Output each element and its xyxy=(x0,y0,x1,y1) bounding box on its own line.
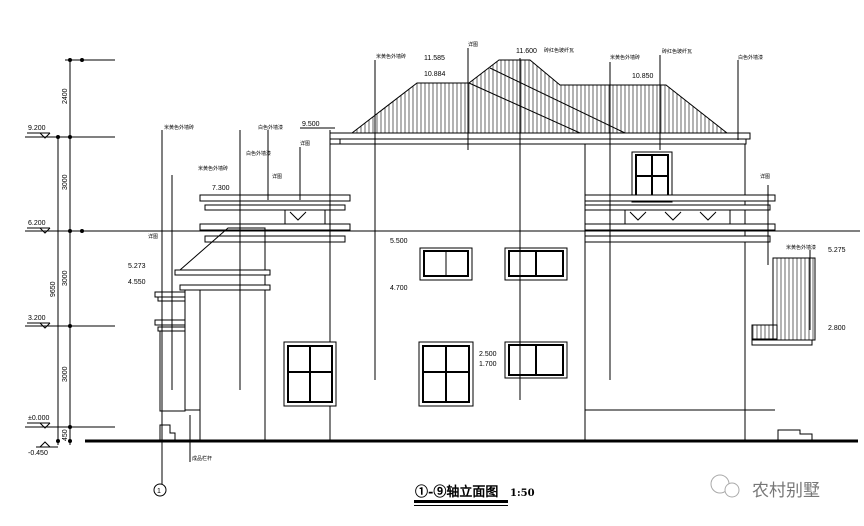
svg-text:米黄色外墙砖: 米黄色外墙砖 xyxy=(198,165,228,172)
svg-text:白色外墙漆: 白色外墙漆 xyxy=(258,124,283,131)
window xyxy=(504,247,568,281)
annotation-notes: 米黄色外墙砖 详图 砖红色玻纤瓦 米黄色外墙砖 砖红色玻纤瓦 白色外墙漆 米黄色… xyxy=(148,41,816,462)
level-9200: 9.200 xyxy=(28,125,46,132)
window xyxy=(419,247,473,281)
svg-text:砖红色玻纤瓦: 砖红色玻纤瓦 xyxy=(544,47,574,54)
svg-text:米黄色外墙砖: 米黄色外墙砖 xyxy=(376,53,406,60)
watermark: 农村别墅 xyxy=(710,474,820,501)
svg-text:成品栏杆: 成品栏杆 xyxy=(192,455,212,462)
svg-text:详图: 详图 xyxy=(760,173,770,180)
axis-bubble-1: 1 xyxy=(153,483,167,497)
window xyxy=(283,341,337,407)
level-6200: 6.200 xyxy=(28,220,46,227)
drawing-title: ①-⑨轴立面图 1:50 xyxy=(414,484,535,506)
svg-text:米黄色外墙砖: 米黄色外墙砖 xyxy=(610,54,640,61)
elev-10850: 10.850 xyxy=(632,73,654,80)
elev-4550: 4.550 xyxy=(128,279,146,286)
windows xyxy=(283,151,673,407)
dim-450: 450 xyxy=(62,429,69,441)
window xyxy=(631,151,673,203)
dimension-chain: 2400 3000 3000 3000 450 9650 xyxy=(25,58,860,445)
svg-text:1: 1 xyxy=(157,488,161,495)
window xyxy=(504,341,568,379)
svg-text:砖红色玻纤瓦: 砖红色玻纤瓦 xyxy=(662,48,692,55)
svg-text:详图: 详图 xyxy=(300,140,310,147)
leaders xyxy=(161,48,811,484)
level-3200: 3.200 xyxy=(28,315,46,322)
elev-9500: 9.500 xyxy=(302,121,320,128)
svg-text:米黄色外墙砖: 米黄色外墙砖 xyxy=(164,124,194,131)
dim-3000-c: 3000 xyxy=(62,366,69,382)
elev-11585: 11.585 xyxy=(424,55,445,62)
level-marks: 9.200 6.200 3.200 ±0.000 -0.450 xyxy=(27,125,58,457)
dim-total: 9650 xyxy=(50,281,57,297)
window xyxy=(418,341,474,407)
svg-text:详图: 详图 xyxy=(148,233,158,240)
elev-5273: 5.273 xyxy=(128,263,146,270)
title-scale: 1:50 xyxy=(510,488,535,499)
elev-4700: 4.700 xyxy=(390,285,408,292)
elev-1700: 1.700 xyxy=(479,361,497,368)
roof xyxy=(329,59,751,145)
title-text: ①-⑨轴立面图 xyxy=(415,484,498,500)
elev-7300: 7.300 xyxy=(212,185,230,192)
elev-10884: 10.884 xyxy=(424,71,446,78)
elev-5500: 5.500 xyxy=(390,238,408,245)
svg-text:详图: 详图 xyxy=(272,173,282,180)
watermark-text: 农村别墅 xyxy=(752,481,820,501)
svg-text:米黄色外墙漆: 米黄色外墙漆 xyxy=(786,244,816,251)
elev-11600: 11.600 xyxy=(516,48,537,55)
elev-2500: 2.500 xyxy=(479,351,497,358)
elev-5275: 5.275 xyxy=(828,247,846,254)
svg-text:详图: 详图 xyxy=(468,41,478,48)
level-0: ±0.000 xyxy=(28,415,49,422)
elevation-marks: 11.585 10.884 11.600 10.850 9.500 7.300 … xyxy=(128,48,846,368)
side-canopy xyxy=(751,257,816,441)
level-neg: -0.450 xyxy=(28,450,48,457)
elev-2800: 2.800 xyxy=(828,325,846,332)
balconies xyxy=(199,194,776,243)
svg-text:白色外墙漆: 白色外墙漆 xyxy=(738,54,763,61)
svg-text:白色外墙漆: 白色外墙漆 xyxy=(246,150,271,157)
dim-3000-a: 3000 xyxy=(62,174,69,190)
dim-2400: 2400 xyxy=(62,88,69,104)
dim-3000-b: 3000 xyxy=(62,270,69,286)
